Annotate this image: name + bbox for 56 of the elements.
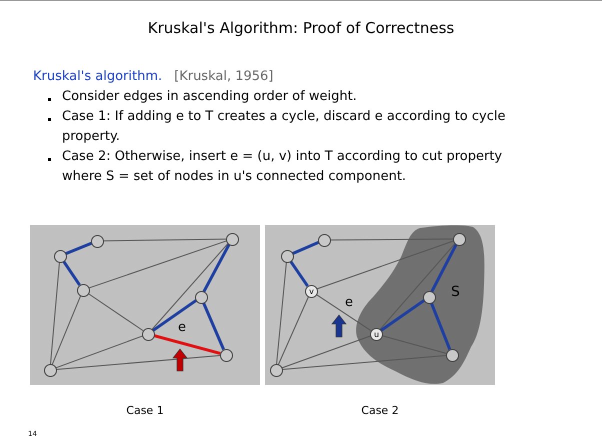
graph-edge (87, 292, 144, 332)
graph-edge (153, 334, 221, 355)
graph-edge (55, 355, 221, 370)
graph-edge (316, 294, 372, 332)
graph-node (44, 364, 57, 377)
graph-edge (102, 238, 226, 242)
graph-node (91, 235, 104, 248)
region-blob (356, 225, 484, 384)
up-arrow-icon (331, 314, 347, 338)
graph-node (318, 234, 331, 247)
edge-label: e (178, 321, 186, 334)
heading-text: Kruskal's algorithm. (33, 68, 162, 86)
graph-node (270, 364, 283, 377)
graph-edge (62, 260, 81, 286)
graph-edge (292, 241, 320, 255)
bullet-text: Case 2: Otherwise, insert e = (u, v) into T according to cut property where S = set of nodes in u's connected component. (62, 148, 504, 186)
graph-node (54, 250, 67, 263)
graph-edge (276, 261, 287, 365)
graph-edge (330, 238, 454, 240)
bullet-text: Consider edges in ascending order of weight. (62, 88, 357, 106)
graph-node (142, 328, 155, 341)
graph-panel (30, 225, 260, 385)
panel-caption: Case 2 (360, 403, 400, 419)
graph-node (220, 349, 233, 362)
graph-node (195, 291, 208, 304)
graph-node (226, 233, 239, 246)
graph-edge (65, 242, 92, 256)
graph-edge (88, 240, 227, 289)
graph-panel (265, 225, 495, 385)
graph-edge (316, 240, 454, 290)
graph-edge (281, 336, 371, 368)
up-arrow-icon (172, 348, 188, 372)
graph-edge (55, 336, 143, 368)
slide-title: Kruskal's Algorithm: Proof of Correctness (146, 18, 456, 39)
graph-edge (289, 260, 309, 287)
graph-node (281, 250, 294, 263)
graph-edge (151, 243, 229, 330)
set-label: S (451, 285, 460, 299)
graph-edge (381, 335, 447, 354)
graph-edge (50, 261, 60, 365)
graph-edge (52, 295, 82, 365)
graph-edge (152, 299, 197, 332)
panel-caption: Case 1 (125, 403, 165, 419)
graph-node (77, 284, 90, 297)
graph-edge (430, 302, 452, 350)
graph-node: v (305, 285, 318, 298)
graph-edge (379, 243, 456, 330)
citation-text: [Kruskal, 1956] (174, 68, 274, 86)
graph-edge (202, 302, 225, 350)
graph-edge (380, 299, 425, 332)
graph-edge (430, 244, 458, 292)
bullet-text: Case 1: If adding e to T creates a cycle, discard e according to cycle property. (62, 108, 506, 146)
edge-label: e (345, 296, 353, 309)
graph-edge (281, 355, 447, 370)
graph-edge (202, 244, 230, 292)
graph-edge (278, 296, 310, 366)
